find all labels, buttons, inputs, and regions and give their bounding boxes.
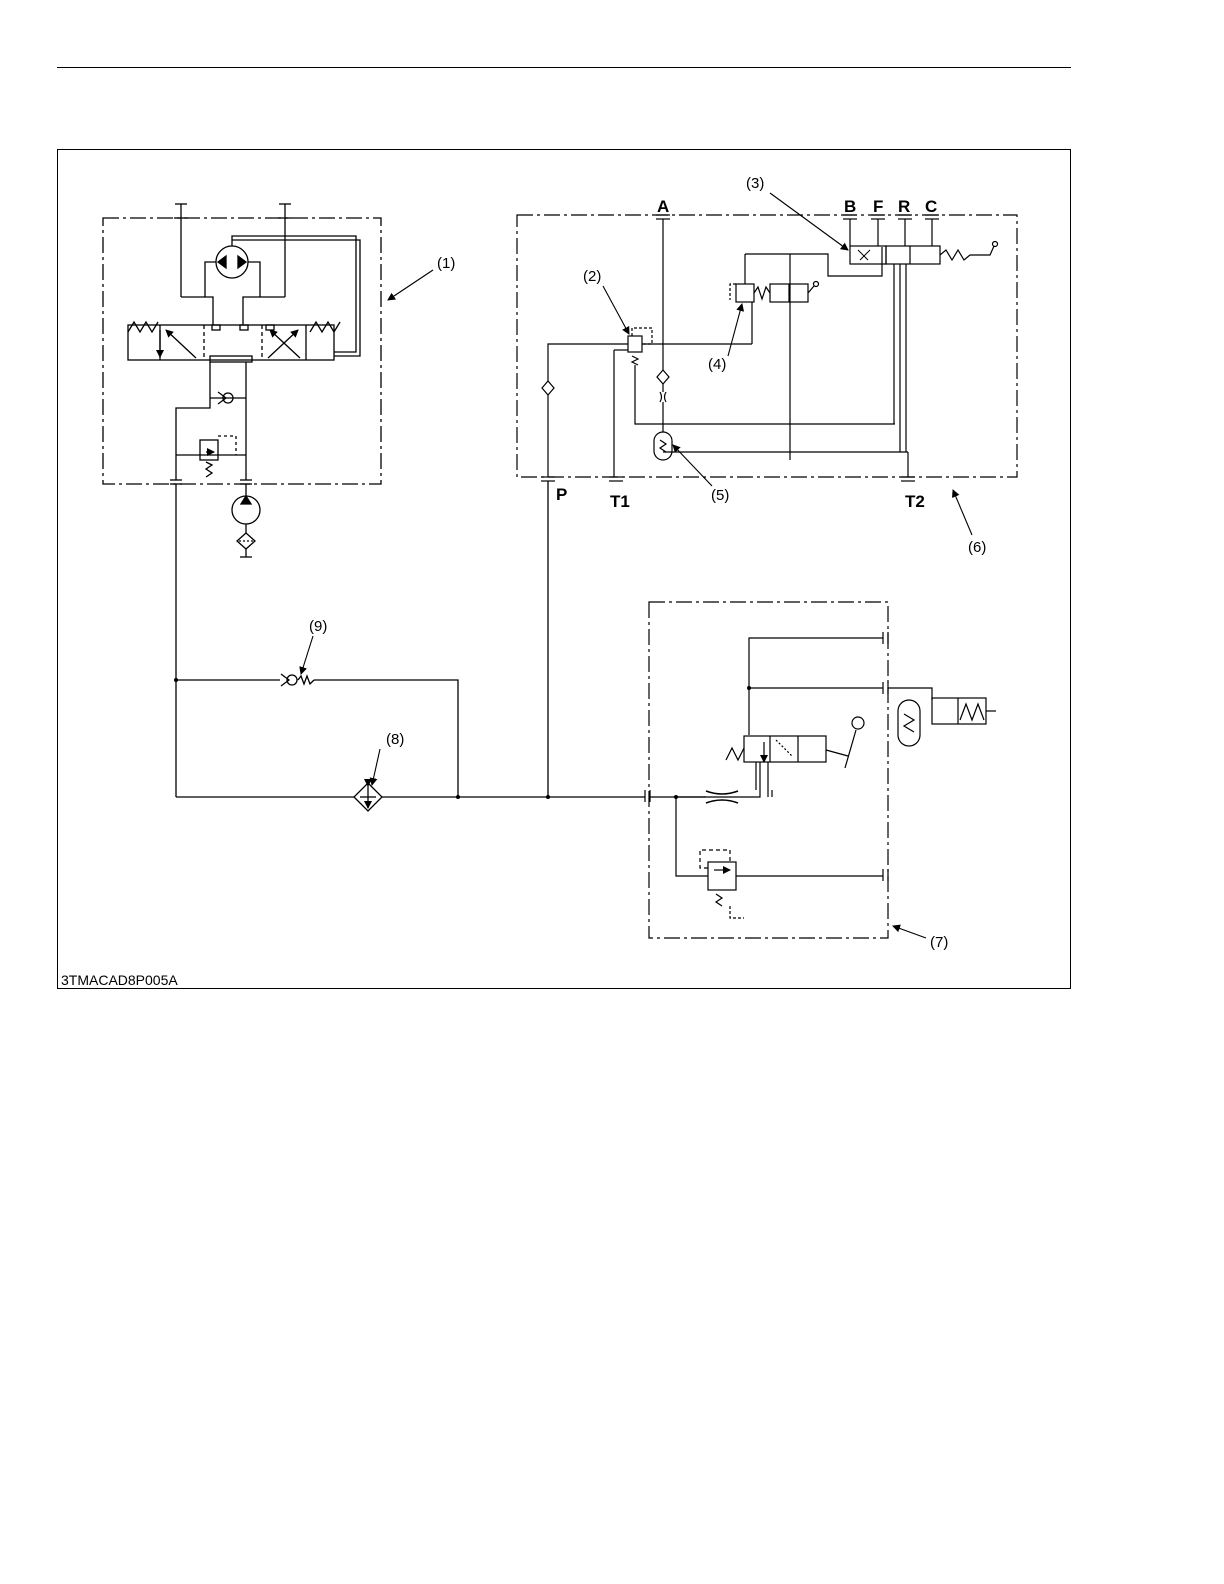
figure-code: 3TMACAD8P005A xyxy=(61,972,178,988)
relief-valve-symbol xyxy=(200,440,218,460)
unit-1-boundary xyxy=(103,218,381,484)
port-label-r: R xyxy=(898,197,910,216)
valve-3-symbol xyxy=(850,246,886,264)
unit-6-control-valve-block xyxy=(517,215,1017,481)
callout-3: (3) xyxy=(746,175,764,192)
port-label-p: P xyxy=(556,485,567,504)
port-label-b: B xyxy=(844,197,856,216)
callout-5: (5) xyxy=(711,487,729,504)
junction-dots xyxy=(174,678,751,799)
port-label-f: F xyxy=(873,197,883,216)
unit-1-steering-block xyxy=(103,204,381,557)
callout-1: (1) xyxy=(437,255,455,272)
port-labels: A B F R C P T1 T2 xyxy=(556,197,937,511)
callout-8: (8) xyxy=(386,731,404,748)
callout-arrows xyxy=(301,193,972,938)
callout-2: (2) xyxy=(583,268,601,285)
pto-cylinder-symbol xyxy=(932,698,986,724)
port-label-t2: T2 xyxy=(905,492,925,511)
unit-7-pto-valve-block xyxy=(645,602,996,938)
steering-spool-body xyxy=(128,325,334,360)
callout-6: (6) xyxy=(968,539,986,556)
port-label-c: C xyxy=(925,197,937,216)
valve-2-symbol xyxy=(628,336,642,352)
valve-4-symbol xyxy=(736,284,754,302)
callout-labels: (1) (2) (3) (4) (5) (6) (7) (8) (9) xyxy=(309,175,986,951)
pto-relief-valve-symbol xyxy=(708,862,736,890)
callout-9: (9) xyxy=(309,618,327,635)
port-label-a: A xyxy=(657,197,669,216)
callout-7: (7) xyxy=(930,934,948,951)
callout-4: (4) xyxy=(708,356,726,373)
port-label-t1: T1 xyxy=(610,492,630,511)
